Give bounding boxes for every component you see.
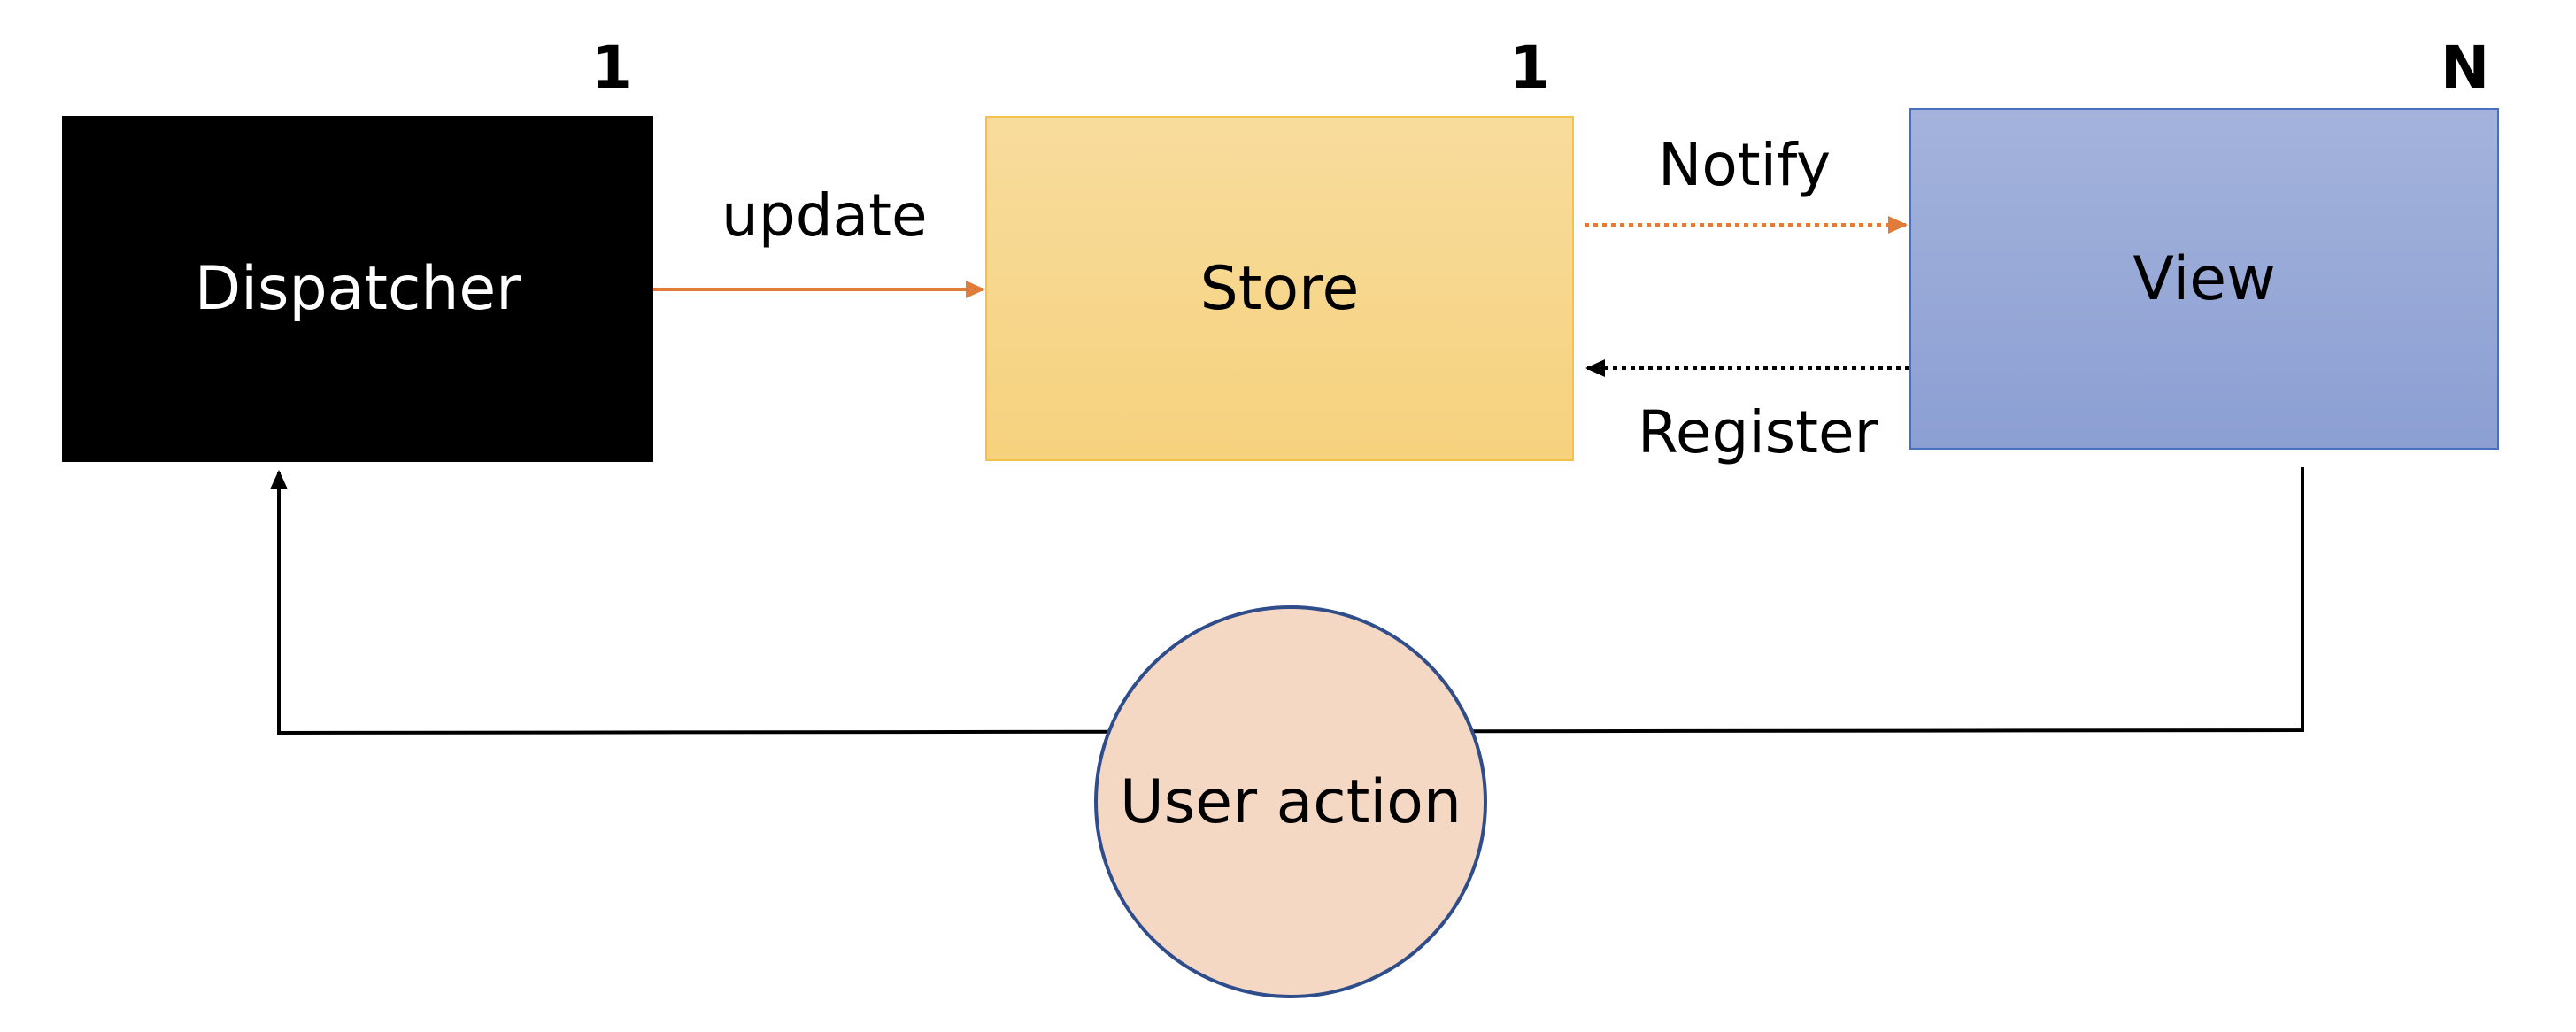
view-node: View <box>1909 108 2499 450</box>
user-action-node <box>1094 605 1487 998</box>
store-label: Store <box>1199 253 1360 324</box>
view-label: View <box>2133 243 2276 314</box>
user-action-label: User action <box>1120 766 1462 837</box>
store-node: Store <box>985 116 1574 461</box>
view-multiplicity: N <box>2441 34 2490 102</box>
update-label: update <box>721 181 928 250</box>
dispatcher-label: Dispatcher <box>194 254 521 324</box>
dispatcher-multiplicity: 1 <box>591 34 632 102</box>
dispatcher-node: Dispatcher <box>62 116 653 462</box>
notify-label: Notify <box>1658 131 1832 199</box>
register-label: Register <box>1638 398 1878 466</box>
store-multiplicity: 1 <box>1509 34 1550 102</box>
